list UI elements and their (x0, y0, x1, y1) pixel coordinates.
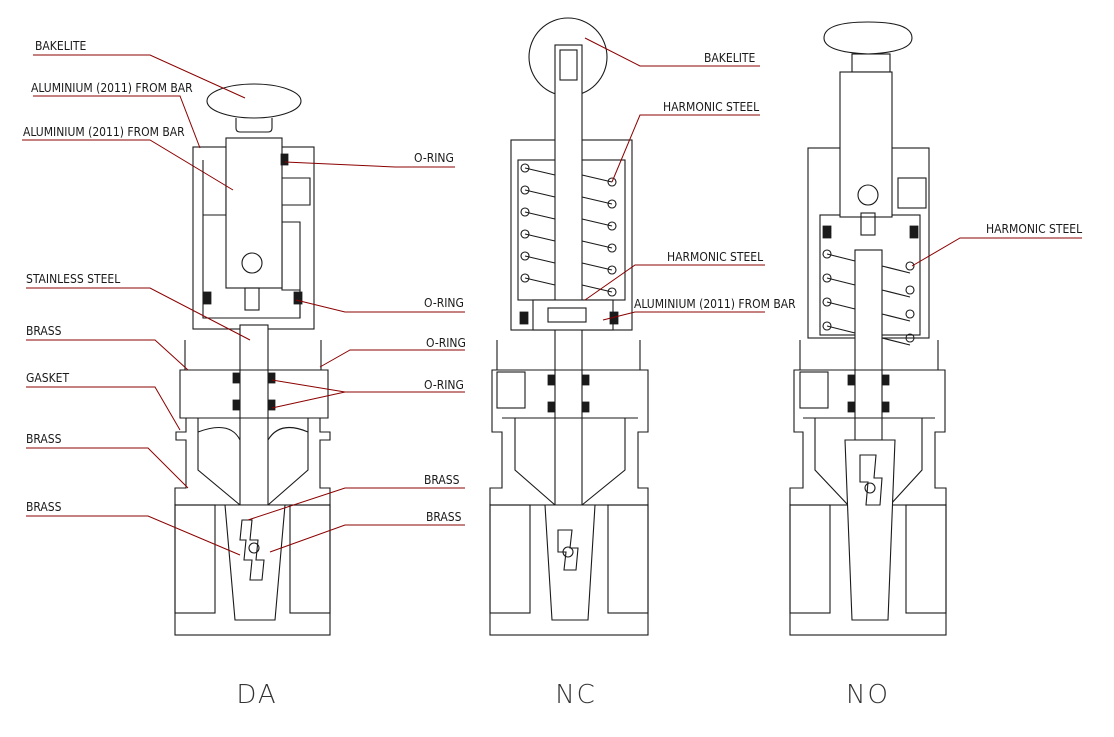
da-label-stainless-steel: STAINLESS STEEL (26, 272, 120, 286)
nc-stem (554, 44, 583, 531)
da-leaders (22, 54, 465, 556)
nc-labels: BAKELITE HARMONIC STEEL HARMONIC STEEL A… (634, 51, 796, 311)
nc-label-aluminium: ALUMINIUM (2011) FROM BAR (634, 297, 796, 311)
nc-leaders (584, 37, 765, 321)
no-piston (839, 71, 893, 218)
view-nc (489, 17, 649, 636)
da-knob (206, 83, 302, 119)
no-spring (822, 249, 915, 346)
no-label-harmonic-steel: HARMONIC STEEL (986, 222, 1082, 236)
da-label-bakelite: BAKELITE (35, 39, 86, 53)
nc-label-harmonic-steel-1: HARMONIC STEEL (663, 100, 759, 114)
view-no (789, 21, 947, 636)
da-label-oring-3: O-RING (426, 336, 466, 350)
da-label-brass-4: BRASS (26, 500, 62, 514)
da-label-aluminium-2: ALUMINIUM (2011) FROM BAR (23, 125, 185, 139)
da-label-brass-2: BRASS (26, 432, 62, 446)
no-knob (823, 21, 913, 55)
da-stem (239, 324, 269, 516)
nc-spring (520, 163, 617, 297)
da-label-brass-1: BRASS (26, 324, 62, 338)
da-label-aluminium-1: ALUMINIUM (2011) FROM BAR (31, 81, 193, 95)
no-leaders (911, 237, 1082, 267)
caption-no: NO (846, 680, 890, 710)
da-label-oring-2: O-RING (424, 296, 464, 310)
no-stem (854, 249, 883, 441)
nc-label-harmonic-steel-2: HARMONIC STEEL (667, 250, 763, 264)
da-labels: BAKELITE ALUMINIUM (2011) FROM BAR ALUMI… (23, 39, 466, 524)
view-da (174, 83, 331, 636)
da-piston (225, 137, 283, 289)
da-label-oring-1: O-RING (414, 151, 454, 165)
da-label-brass-5: BRASS (426, 510, 462, 524)
da-label-brass-3: BRASS (424, 473, 460, 487)
da-label-gasket: GASKET (26, 371, 70, 385)
caption-da: DA (236, 680, 277, 710)
da-label-oring-4: O-RING (424, 378, 464, 392)
nc-label-bakelite: BAKELITE (704, 51, 755, 65)
caption-nc: NC (555, 680, 597, 710)
view-captions: DA NC NO (236, 680, 890, 710)
no-labels: HARMONIC STEEL (986, 222, 1082, 236)
